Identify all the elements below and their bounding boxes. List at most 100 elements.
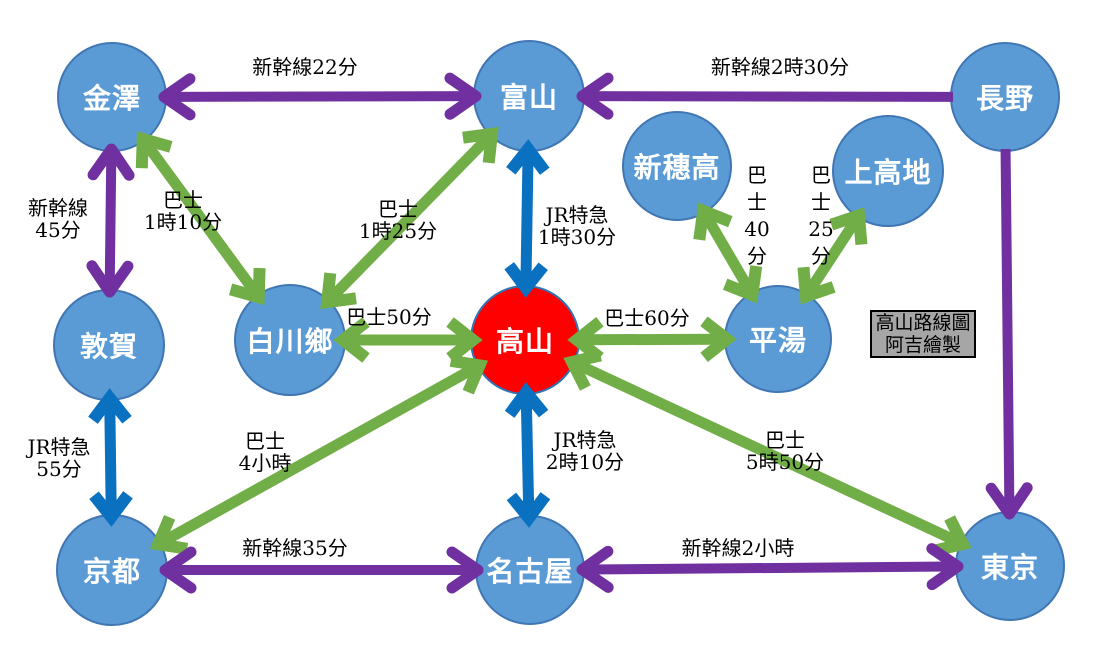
arrowhead: [320, 272, 357, 310]
arrowhead: [228, 267, 266, 306]
node-kyoto: 京都: [56, 514, 168, 626]
edge-shaft: [104, 154, 117, 287]
arrowhead: [504, 382, 549, 418]
edge-nagano-toyama: [576, 72, 954, 120]
node-takayama: 高山: [470, 285, 580, 395]
node-label: 富山: [499, 81, 558, 114]
edge-label-line: 巴士60分: [604, 306, 690, 330]
edge-label-line: 巴: [746, 163, 767, 187]
arrowhead: [797, 266, 836, 305]
edge-label-line: 1時30分: [537, 225, 617, 249]
node-label: 京都: [82, 555, 141, 588]
edge-label-line: JR特急: [553, 428, 617, 452]
edge-shaft: [587, 91, 954, 102]
edge-label-kyoto-nagoya: 新幹線35分: [242, 537, 347, 559]
node-nagoya: 名古屋: [475, 515, 585, 625]
node-label: 高山: [495, 325, 554, 358]
arrowhead: [449, 354, 489, 395]
edge-shaft: [160, 363, 478, 547]
node-label: 東京: [980, 551, 1039, 584]
node-label: 新穗高: [633, 151, 721, 184]
edge-shaft: [169, 91, 471, 102]
edge-shaft: [582, 333, 722, 346]
edge-label-line: 巴士: [378, 197, 418, 221]
edge-label-line: 2時10分: [545, 450, 625, 474]
node-tsuruga: 敦賀: [53, 289, 165, 401]
node-label: 上高地: [844, 156, 932, 189]
node-label: 長野: [975, 82, 1034, 115]
edge-label-line: 40: [744, 217, 770, 241]
node-nagano: 長野: [950, 42, 1060, 152]
edge-label-line: 巴士: [244, 429, 285, 453]
edge-label-line: 新幹線22分: [252, 55, 358, 79]
node-shirakawago: 白川鄉: [234, 284, 346, 396]
edge-label-line: 1時10分: [143, 210, 223, 234]
edge-label-line: 4小時: [238, 451, 292, 475]
arrowhead: [149, 514, 189, 555]
edge-label-nagoya-tokyo: 新幹線2小時: [682, 537, 795, 559]
edge-label-line: 巴士: [163, 188, 203, 212]
node-label: 金澤: [82, 82, 141, 115]
edge-shaft: [587, 561, 953, 575]
node-label: 白川鄉: [246, 325, 334, 358]
arrowhead: [576, 545, 614, 593]
node-label: 敦賀: [79, 330, 138, 363]
arrowhead: [829, 207, 868, 245]
arrowhead: [87, 143, 135, 181]
edge-tsuruga-kyoto: [88, 388, 133, 527]
arrowhead: [563, 349, 602, 391]
edge-label-line: 新幹線2時30分: [710, 55, 850, 79]
edge-label-line: JR特急: [545, 203, 609, 227]
map-title-line2: 阿吉繪製: [884, 334, 961, 356]
edge-label-line: 新幹線35分: [242, 536, 348, 560]
node-tokyo: 東京: [955, 511, 1065, 621]
arrowhead: [88, 388, 132, 424]
edge-label-line: 新幹線2小時: [681, 536, 795, 560]
edge-label-line: 1時25分: [358, 219, 438, 243]
arrowhead: [462, 126, 499, 164]
edge-label-shirakawago-takayama: 巴士50分: [346, 306, 431, 328]
node-kanazawa: 金澤: [57, 42, 167, 152]
edge-label-line: 分: [746, 244, 767, 268]
edge-label-kanazawa-toyama: 新幹線22分: [252, 56, 357, 78]
edge-label-line: 巴士50分: [346, 305, 432, 329]
edge-label-line: 55分: [36, 457, 82, 481]
edge-shaft: [104, 403, 117, 512]
edge-label-line: 巴士: [765, 428, 805, 452]
edge-kyoto-takayama: [149, 354, 489, 555]
edge-label-line: JR特急: [27, 435, 91, 459]
edge-shaft: [520, 154, 534, 283]
node-label: 名古屋: [486, 555, 574, 588]
arrowhead: [159, 546, 197, 594]
edge-kanazawa-toyama: [158, 72, 482, 121]
edge-label-line: 25: [808, 217, 834, 241]
arrowhead: [506, 139, 550, 175]
edge-shaft: [520, 397, 535, 513]
edge-label-line: 士: [810, 190, 831, 214]
edge-label-line: 5時50分: [745, 450, 825, 474]
edge-label-line: 45分: [35, 218, 81, 242]
edge-shaft: [1000, 148, 1015, 509]
edge-label-nagano-toyama: 新幹線2時30分: [711, 56, 849, 78]
edge-takayama-nagoya: [504, 382, 551, 528]
map-title-line1: 高山路線圖: [875, 312, 971, 334]
edge-label-line: 新幹線: [28, 196, 88, 220]
arrowhead: [693, 202, 733, 241]
node-label: 平湯: [748, 324, 807, 357]
edge-kanazawa-tsuruga: [86, 143, 135, 298]
arrowhead: [158, 73, 196, 121]
node-kamikochi: 上高地: [832, 115, 944, 227]
map-title-box: 高山路線圖 阿吉繪製: [870, 310, 976, 358]
arrowhead: [576, 72, 614, 120]
